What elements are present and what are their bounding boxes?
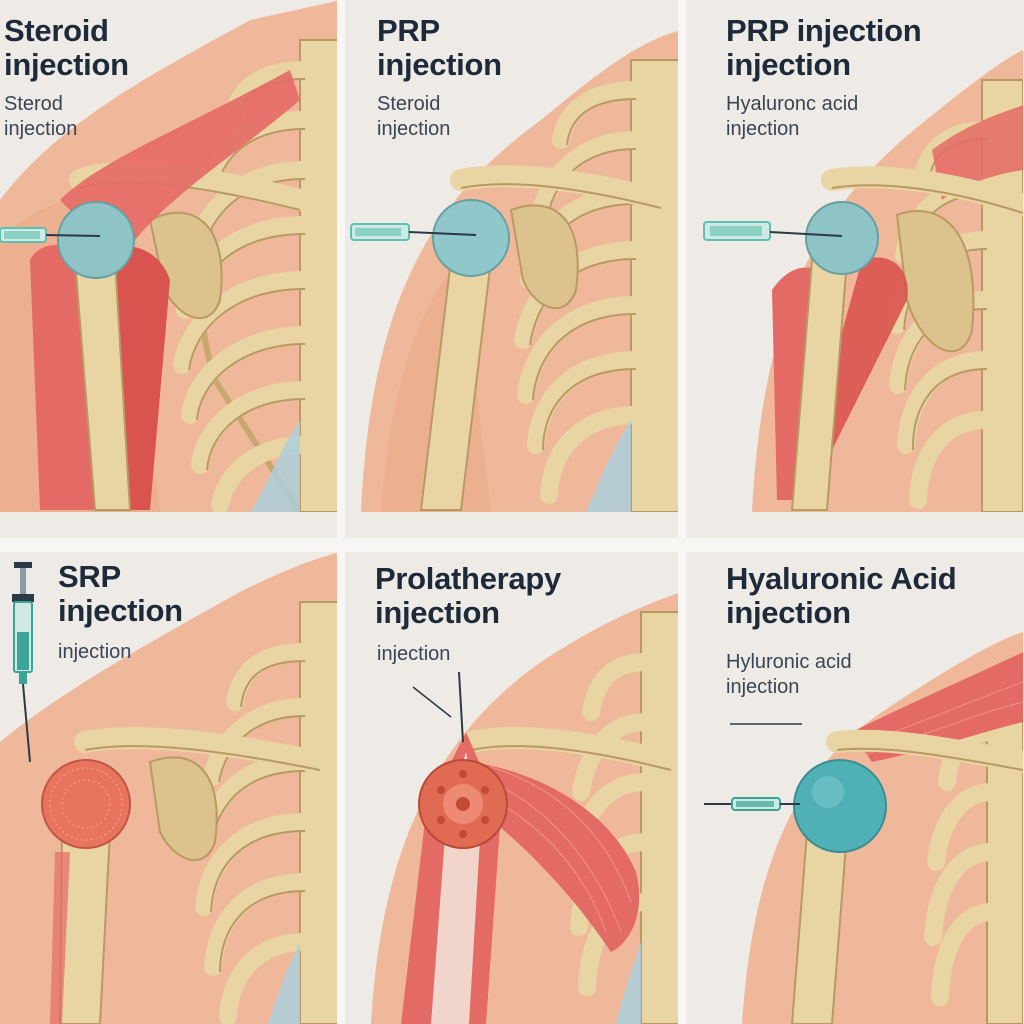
needle-icon: [412, 671, 464, 743]
panel-srp-injection: SRP injection injection: [0, 512, 341, 1024]
syringe-icon: [350, 223, 477, 241]
scapula: [509, 204, 579, 310]
syringe-icon: [12, 562, 34, 763]
shoulder-illustration: [682, 512, 1023, 1024]
clavicle: [821, 166, 1023, 216]
panel-subtitle: injection: [377, 642, 450, 667]
panel-title: PRP injection: [377, 14, 502, 82]
panel-prp-injection: PRP injection Steroid injection: [341, 0, 682, 512]
syringe-icon: [704, 797, 800, 811]
title-line-1: PRP injection: [726, 13, 922, 48]
title-line-2: injection: [377, 47, 502, 82]
joint-ball: [432, 199, 510, 277]
panel-steroid-injection: Steroid injection Sterod injection: [0, 0, 341, 512]
joint-ball: [793, 759, 887, 853]
title-line-2: injection: [4, 47, 129, 82]
humeral-head: [805, 201, 879, 275]
rib-cage: [514, 59, 682, 512]
title-line-1: Prolatherapy: [375, 561, 561, 596]
panel-subtitle: Hyluronic acid injection: [726, 650, 852, 700]
panel-prp-injection-2: PRP injection injection Hyaluronc acid i…: [682, 0, 1024, 512]
panel-subtitle: Hyaluronc acid injection: [726, 92, 858, 142]
shoulder-illustration: [0, 0, 341, 512]
subtitle-line-1: Hyluronic acid: [726, 651, 852, 673]
syringe-icon: [0, 227, 101, 243]
panel-subtitle: injection: [58, 640, 131, 665]
title-line-2: injection: [58, 593, 183, 628]
clavicle: [460, 727, 682, 773]
subtitle-line-1: injection: [377, 643, 451, 665]
title-line-2: injection: [726, 595, 851, 630]
subtitle-line-2: injection: [726, 118, 800, 140]
subtitle-line-1: Steroid: [377, 93, 441, 115]
title-line-1: SRP: [58, 559, 121, 594]
panel-title: SRP injection: [58, 560, 183, 628]
shoulder-illustration: [682, 0, 1023, 512]
panel-title: Prolatherapy injection: [375, 562, 561, 630]
clavicle: [450, 165, 672, 211]
scapula: [895, 210, 975, 353]
humeral-head: [41, 759, 131, 849]
joint-ball: [41, 759, 131, 849]
subtitle-line-2: injection: [726, 676, 800, 698]
title-line-1: PRP: [377, 13, 440, 48]
title-line-2: injection: [726, 47, 851, 82]
panel-hyaluronic-acid-injection: Hyaluronic Acid injection Hyluronic acid…: [682, 512, 1024, 1024]
shoulder-illustration: [341, 512, 682, 1024]
panel-prolotherapy-injection: Prolatherapy injection injection: [341, 512, 682, 1024]
panel-subtitle: Sterod injection: [4, 92, 77, 142]
joint-ball: [805, 201, 879, 275]
subtitle-line-1: Hyaluronc acid: [726, 93, 859, 115]
panel-subtitle: Steroid injection: [377, 92, 450, 142]
title-line-1: Hyaluronic Acid: [726, 561, 957, 596]
humeral-head: [57, 201, 135, 279]
panel-title: Hyaluronic Acid injection: [726, 561, 957, 630]
clavicle: [826, 729, 1023, 773]
divider-vertical-2: [678, 0, 686, 1024]
clavicle: [74, 727, 331, 773]
title-line-1: Steroid: [4, 13, 109, 48]
divider-horizontal: [0, 538, 1024, 552]
subtitle-line-1: Sterod: [4, 93, 63, 115]
panel-title: Steroid injection: [4, 14, 129, 82]
humeral-head: [432, 199, 510, 277]
syringe-icon: [703, 221, 843, 241]
divider-vertical-1: [337, 0, 345, 1024]
humerus: [50, 831, 112, 1024]
humeral-head: [793, 759, 887, 853]
subtitle-line-2: injection: [377, 118, 451, 140]
scapula: [148, 756, 218, 862]
title-line-2: injection: [375, 595, 500, 630]
joint-ball: [57, 201, 135, 279]
panel-title: PRP injection injection: [726, 13, 922, 82]
shoulder-illustration: [341, 0, 682, 512]
subtitle-line-1: injection: [58, 641, 132, 663]
shoulder-illustration: [0, 512, 341, 1024]
subtitle-line-2: injection: [4, 118, 78, 140]
rib-cage: [924, 681, 1023, 1024]
humeral-head: [418, 759, 508, 849]
